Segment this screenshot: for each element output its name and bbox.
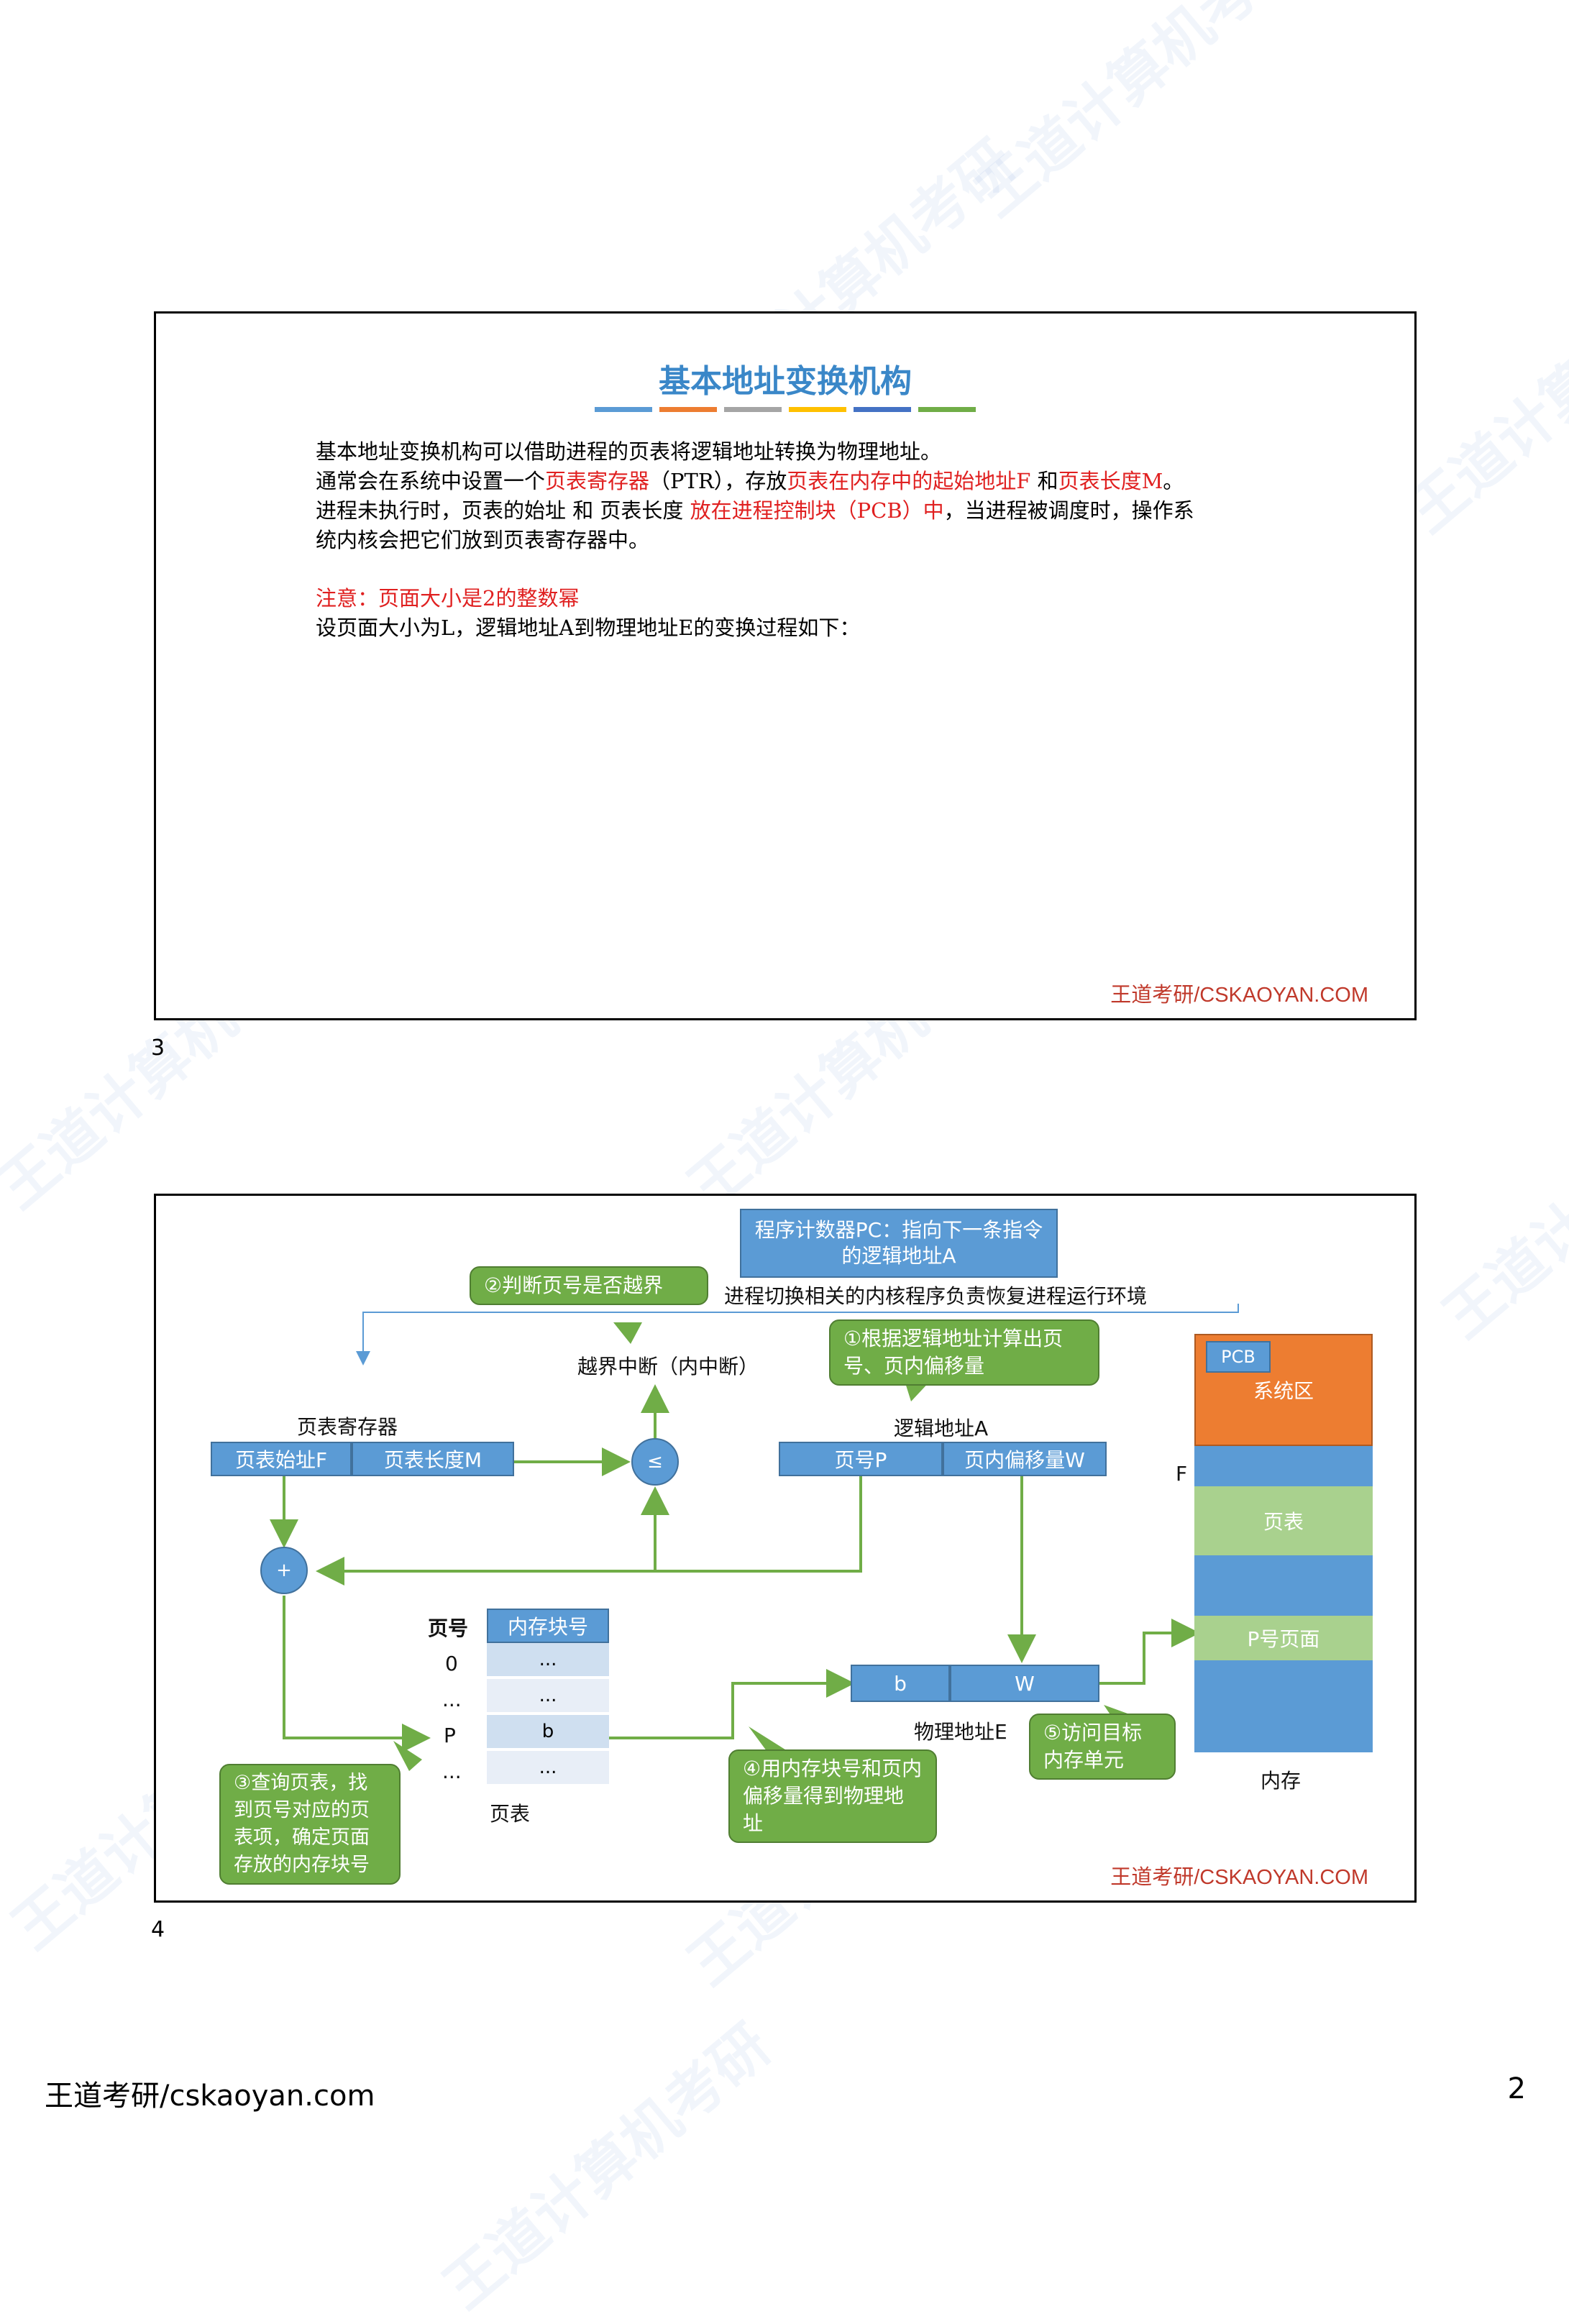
body-line: 基本地址变换机构可以借助进程的页表将逻辑地址转换为物理地址。: [316, 439, 942, 464]
diagram-arrows: [270, 1304, 1239, 1771]
slide-brand: 王道考研/CSKAOYAN.COM: [1110, 1866, 1368, 1889]
pt-row-block: ...: [487, 1679, 609, 1714]
memory-page-table-label: 页表: [1263, 1510, 1304, 1534]
callout-tail: [393, 1741, 422, 1771]
out-of-bounds-interrupt: 越界中断（内中断）: [577, 1355, 759, 1378]
body-line: 统内核会把它们放到页表寄存器中。: [316, 528, 650, 552]
note-line: 注意：页面大小是2的整数幂: [316, 586, 580, 610]
color-bar-segment: [659, 407, 717, 412]
slide-brand: 王道考研/CSKAOYAN.COM: [1110, 984, 1368, 1007]
slide-3: 基本地址变换机构 基本地址变换机构可以借助进程的页表将逻辑地址转换为物理地址。 …: [154, 311, 1417, 1020]
watermark: 王道计算机考研: [1430, 1040, 1569, 1351]
memory-block: [1194, 1446, 1373, 1486]
memory-page-table: 页表: [1194, 1486, 1373, 1555]
page-number-p: 页号P: [779, 1442, 943, 1476]
arrow-block-to-physical: [609, 1669, 855, 1739]
pt-row-block: ...: [487, 1643, 609, 1678]
ptr-start-address: 页表始址F: [211, 1442, 352, 1476]
pt-label: 页表: [490, 1802, 531, 1826]
memory-block: [1194, 1660, 1373, 1752]
memory-f-marker: F: [1176, 1462, 1188, 1486]
page-footer-brand: 王道考研/cskaoyan.com: [45, 2080, 375, 2113]
callout-tail: [749, 1726, 787, 1754]
kernel-restore-text: 进程切换相关的内核程序负责恢复进程运行环境: [724, 1284, 1148, 1308]
memory-label: 内存: [1261, 1769, 1302, 1793]
pt-row-page: ...: [442, 1688, 462, 1711]
pt-row-page: ...: [442, 1760, 462, 1783]
slide-title: 基本地址变换机构: [659, 363, 912, 400]
slide-4: 程序计数器PC：指向下一条指令的逻辑地址A 进程切换相关的内核程序负责恢复进程运…: [154, 1194, 1417, 1903]
slide-number: 4: [151, 1917, 165, 1942]
color-bar-segment: [854, 407, 911, 412]
callout-check-bounds: ②判断页号是否越界: [470, 1266, 708, 1305]
callout-access-memory: ⑤访问目标内存单元: [1029, 1714, 1176, 1780]
pt-row-page: 0: [445, 1652, 458, 1675]
page-number: 2: [1507, 2072, 1526, 2105]
physical-address-label: 物理地址E: [914, 1720, 1007, 1744]
ptr-label: 页表寄存器: [297, 1415, 398, 1439]
watermark: 王道计算机考研: [431, 2011, 783, 2322]
pt-row-block: ...: [487, 1751, 609, 1785]
pt-header-page: 页号: [428, 1616, 469, 1640]
memory-block: [1194, 1555, 1373, 1616]
compare-node: ≤: [631, 1438, 679, 1486]
body-line: 通常会在系统中设置一个页表寄存器（PTR），存放页表在内存中的起始地址F 和页表…: [316, 469, 1184, 493]
color-bar-segment: [789, 407, 846, 412]
pt-row-page: P: [444, 1724, 456, 1747]
color-bar-segment: [918, 407, 976, 412]
memory-system-area-label: 系统区: [1253, 1379, 1314, 1403]
logical-address-label: 逻辑地址A: [894, 1417, 989, 1440]
pt-header-block: 内存块号: [487, 1609, 609, 1643]
color-bar-segment: [595, 407, 652, 412]
color-bar-segment: [724, 407, 782, 412]
program-counter-box: 程序计数器PC：指向下一条指令的逻辑地址A: [740, 1209, 1058, 1278]
slide-number: 3: [151, 1035, 165, 1061]
memory-page-p-label: P号页面: [1247, 1627, 1320, 1651]
physical-offset-w: W: [950, 1665, 1099, 1702]
callout-query-pagetable: ③查询页表，找到页号对应的页表项，确定页面存放的内存块号: [219, 1764, 401, 1885]
arrow-kernel-to-ptr: [356, 1304, 1239, 1365]
watermark: 王道计算机考研: [963, 0, 1315, 229]
physical-block-b: b: [851, 1665, 950, 1702]
arrow-page-to-plus: [316, 1476, 862, 1586]
arrow-plus-to-pagetable: [283, 1596, 431, 1752]
memory-pcb: PCB: [1206, 1341, 1271, 1373]
adder-node: +: [260, 1547, 308, 1594]
slide-body: 基本地址变换机构可以借助进程的页表将逻辑地址转换为物理地址。 通常会在系统中设置…: [316, 437, 1308, 643]
body-line: 进程未执行时，页表的始址 和 页表长度 放在进程控制块（PCB）中，当进程被调度…: [316, 498, 1194, 523]
title-color-bar: [156, 407, 1414, 412]
callout-tail: [613, 1322, 642, 1344]
callout-compute-page: ①根据逻辑地址计算出页号、页内偏移量: [829, 1319, 1099, 1386]
arrow-physical-to-memory: [1099, 1619, 1200, 1685]
memory-page-p: P号页面: [1194, 1616, 1373, 1660]
body-line: 设页面大小为L，逻辑地址A到物理地址E的变换过程如下：: [316, 616, 861, 640]
page-offset-w: 页内偏移量W: [943, 1442, 1107, 1476]
callout-build-physical: ④用内存块号和页内偏移量得到物理地址: [728, 1749, 937, 1843]
pt-row-block: b: [487, 1715, 609, 1749]
ptr-length: 页表长度M: [352, 1442, 514, 1476]
